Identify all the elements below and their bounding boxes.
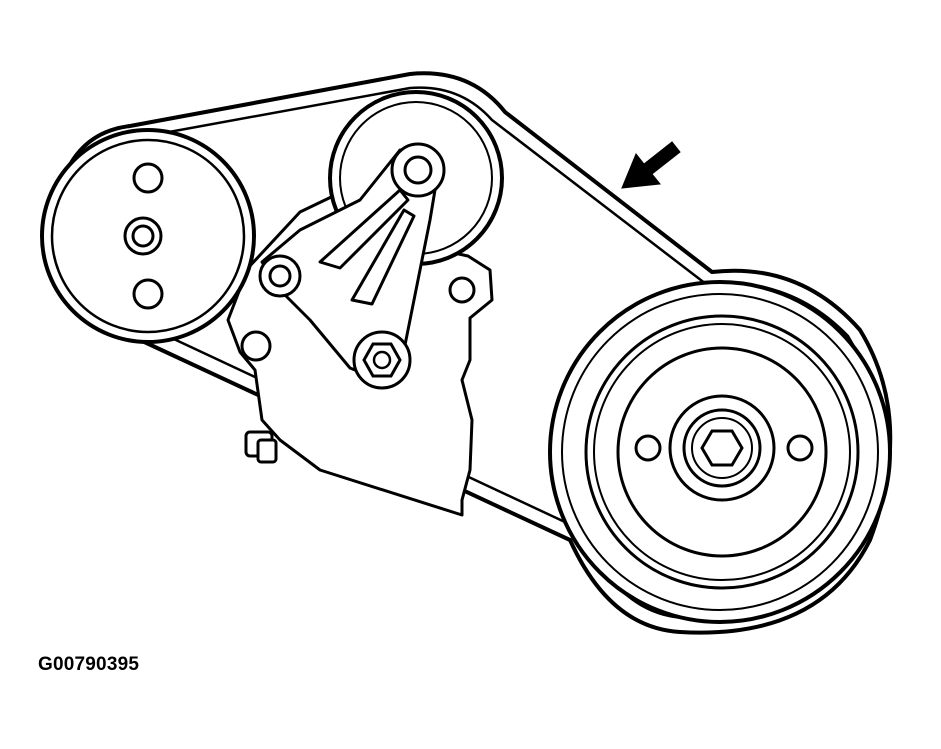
housing-hole-left (240, 330, 272, 362)
crank-pulley-groove-2 (584, 314, 860, 590)
crank-pulley-hole-left (634, 434, 662, 462)
tensioner-bolt (352, 330, 412, 390)
tensioner-arm-rib (318, 188, 410, 270)
arm-bolt-left (258, 254, 302, 298)
idler-pivot (390, 142, 446, 198)
crank-pulley-hole-right (786, 434, 814, 462)
tensioner-arm (260, 148, 442, 382)
housing-fitting-tip (256, 438, 278, 464)
housing-hole-right (448, 276, 476, 304)
idler-pivot-bolt (403, 155, 433, 185)
left-pulley-hole-bottom (132, 278, 164, 310)
crank-pulley-groove-3 (593, 323, 851, 581)
tensioner-arm-body (260, 148, 442, 382)
crank-pulley-hub-outer (668, 394, 776, 502)
crank-pulley-face (616, 346, 828, 558)
left-pulley-bolt (131, 224, 155, 248)
tensioner-arm-rib-2 (350, 208, 416, 306)
left-pulley-hole-top (132, 162, 164, 194)
crank-pulley-groove-1 (561, 293, 879, 611)
indicator-arrow-shape (621, 141, 681, 189)
crankshaft-pulley (548, 280, 892, 624)
left-pulley (40, 128, 256, 344)
crank-pulley-hub-inner (691, 417, 753, 479)
crank-bolt-hex (700, 429, 744, 467)
figure-id-label: G00790395 (38, 654, 140, 675)
housing-holes (240, 276, 476, 362)
indicator-arrow (621, 141, 681, 189)
left-pulley-inner-rim (50, 138, 246, 334)
